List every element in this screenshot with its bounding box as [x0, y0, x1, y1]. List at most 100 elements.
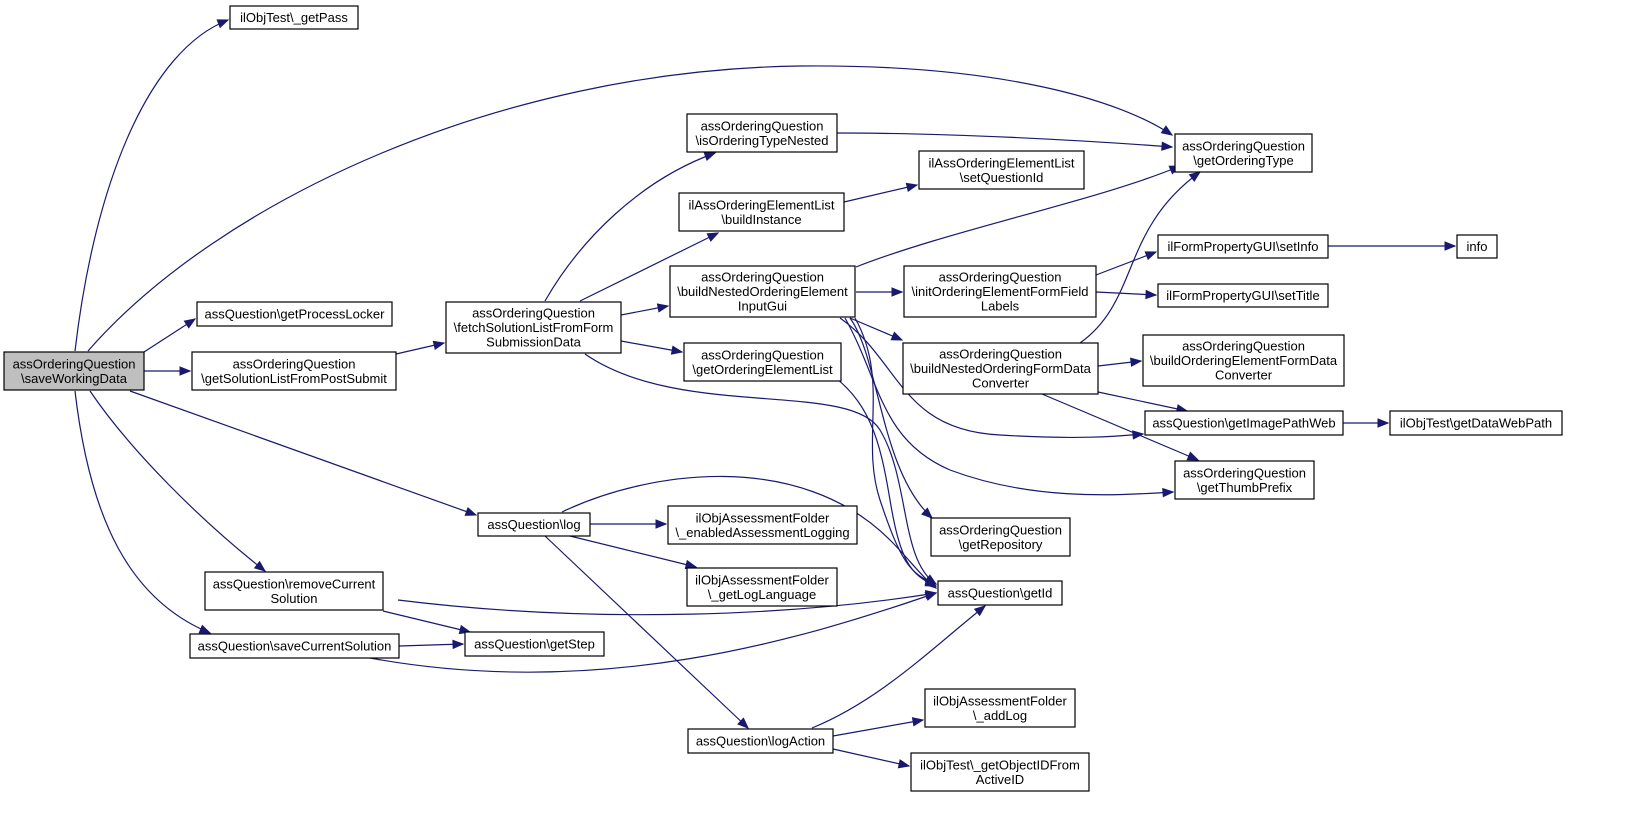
- node-getImagePathWeb[interactable]: assQuestion\getImagePathWeb: [1144, 410, 1344, 436]
- node-box: [1174, 133, 1313, 173]
- edge-root-to-getPass: [74, 19, 230, 352]
- node-label: assQuestion\getProcessLocker: [205, 307, 386, 322]
- node-saveCurrentSolution[interactable]: assQuestion\saveCurrentSolution: [189, 633, 400, 659]
- edge-removeCurrentSolution-to-getId: [397, 589, 938, 616]
- node-enabledAssessmentLogging[interactable]: ilObjAssessmentFolder\_enabledAssessment…: [667, 505, 858, 545]
- edge-line: [544, 535, 749, 729]
- edge-root-to-getProcessLocker: [143, 318, 197, 353]
- node-getSolutionListFromPostSubmit[interactable]: assOrderingQuestion\getSolutionListFromP…: [191, 351, 397, 391]
- node-log[interactable]: assQuestion\log: [477, 512, 591, 537]
- arrowhead-icon: [655, 519, 668, 529]
- node-getProcessLocker[interactable]: assQuestion\getProcessLocker: [196, 301, 393, 327]
- node-box: [1456, 234, 1498, 259]
- node-getPass[interactable]: ilObjTest\_getPass: [229, 5, 359, 30]
- node-isOrderingTypeNested[interactable]: assOrderingQuestion\isOrderingTypeNested: [686, 113, 838, 153]
- node-logAction[interactable]: assQuestion\logAction: [687, 728, 834, 754]
- arrowhead-icon: [183, 318, 197, 329]
- node-getDataWebPath[interactable]: ilObjTest\getDataWebPath: [1389, 410, 1563, 436]
- node-setQuestionId[interactable]: ilAssOrderingElementList\setQuestionId: [918, 150, 1085, 190]
- node-root[interactable]: assOrderingQuestion\saveWorkingData: [3, 351, 145, 391]
- edge-initFieldLabels-to-setTitle: [1095, 289, 1158, 300]
- edge-line: [1097, 391, 1188, 412]
- arrowhead-icon: [737, 717, 749, 729]
- arrowhead-icon: [253, 560, 267, 572]
- node-getStep[interactable]: assQuestion\getStep: [464, 631, 605, 657]
- edge-line: [1079, 171, 1201, 344]
- node-getOrderingType[interactable]: assOrderingQuestion\getOrderingType: [1174, 133, 1313, 173]
- edge-line: [569, 535, 697, 568]
- edge-root-to-saveCurrentSolution: [74, 390, 212, 634]
- arrowhead-icon: [179, 366, 192, 376]
- node-label: ilFormPropertyGUI\setTitle: [1166, 288, 1319, 303]
- node-getLogLanguage[interactable]: ilObjAssessmentFolder\_getLogLanguage: [686, 567, 838, 607]
- edge-line: [811, 605, 986, 729]
- node-info[interactable]: info: [1456, 234, 1498, 259]
- edge-line: [824, 369, 937, 587]
- arrowhead-icon: [706, 232, 720, 242]
- edge-line: [855, 165, 1181, 268]
- node-box: [477, 512, 591, 537]
- node-buildConverter[interactable]: assOrderingQuestion\buildOrderingElement…: [1142, 334, 1345, 387]
- node-setInfo[interactable]: ilFormPropertyGUI\setInfo: [1157, 234, 1329, 259]
- node-label: \buildNestedOrderingElement: [677, 284, 848, 299]
- arrowhead-icon: [924, 577, 938, 589]
- node-label: ilAssOrderingElementList: [689, 197, 835, 212]
- node-label: Converter: [1215, 368, 1273, 383]
- call-graph-nodes: assOrderingQuestion\saveWorkingData ilObj…: [3, 5, 1563, 792]
- node-addLog[interactable]: ilObjAssessmentFolder\_addLog: [924, 688, 1076, 728]
- arrowhead-icon: [1161, 141, 1174, 151]
- edge-line: [579, 232, 719, 302]
- edge-buildNestedInputGui-to-initFieldLabels: [856, 287, 904, 297]
- edge-fetchSolutionList-to-isOrderingTypeNested: [544, 152, 717, 302]
- node-box: [902, 342, 1099, 395]
- node-label: ilObjAssessmentFolder: [695, 572, 829, 587]
- node-label: InputGui: [738, 299, 787, 314]
- arrowhead-icon: [1186, 451, 1200, 461]
- node-label: assOrderingQuestion: [939, 522, 1062, 537]
- node-box: [924, 688, 1076, 728]
- node-label: ilObjAssessmentFolder: [696, 510, 830, 525]
- node-label: assQuestion\getImagePathWeb: [1152, 416, 1335, 431]
- node-label: \fetchSolutionListFromForm: [454, 320, 614, 335]
- node-box: [204, 571, 384, 611]
- node-initFieldLabels[interactable]: assOrderingQuestion\initOrderingElementF…: [903, 265, 1097, 318]
- arrowhead-icon: [891, 287, 904, 297]
- node-label: \buildInstance: [721, 212, 801, 227]
- node-label: \getRepository: [959, 537, 1043, 552]
- node-getThumbPrefix[interactable]: assOrderingQuestion\getThumbPrefix: [1174, 460, 1315, 500]
- node-label: ActiveID: [976, 772, 1024, 787]
- arrowhead-icon: [905, 182, 919, 192]
- edge-line: [561, 475, 937, 589]
- edge-line: [74, 390, 211, 634]
- node-box: [686, 567, 838, 607]
- node-box: [678, 192, 845, 232]
- node-buildNestedConverter[interactable]: assOrderingQuestion\buildNestedOrderingF…: [902, 342, 1099, 395]
- node-fetchSolutionList[interactable]: assOrderingQuestion\fetchSolutionListFro…: [445, 301, 622, 354]
- edge-line: [369, 592, 937, 673]
- node-box: [937, 580, 1063, 606]
- arrowhead-icon: [1144, 251, 1158, 261]
- node-setTitle[interactable]: ilFormPropertyGUI\setTitle: [1157, 283, 1329, 308]
- node-label: ilFormPropertyGUI\setInfo: [1168, 239, 1319, 254]
- node-label: \_enabledAssessmentLogging: [675, 525, 849, 540]
- node-getOrderingElementList[interactable]: assOrderingQuestion\getOrderingElementLi…: [683, 342, 842, 382]
- edge-buildInstance-to-setQuestionId: [843, 182, 919, 203]
- node-getRepository[interactable]: assOrderingQuestion\getRepository: [930, 517, 1071, 557]
- arrowhead-icon: [897, 759, 911, 769]
- node-buildNestedInputGui[interactable]: assOrderingQuestion\buildNestedOrderingE…: [669, 265, 856, 318]
- node-label: assQuestion\logAction: [696, 734, 825, 749]
- edge-getImagePathWeb-to-getDataWebPath: [1343, 418, 1390, 428]
- edge-line: [844, 317, 1174, 496]
- node-label: \getThumbPrefix: [1197, 480, 1293, 495]
- edge-line: [1041, 393, 1199, 461]
- node-getId[interactable]: assQuestion\getId: [937, 580, 1063, 606]
- edge-line: [397, 592, 937, 616]
- node-box: [189, 633, 400, 659]
- node-label: SubmissionData: [486, 335, 581, 350]
- node-label: Solution: [271, 591, 318, 606]
- node-box: [1157, 234, 1329, 259]
- node-label: assOrderingQuestion: [233, 356, 356, 371]
- node-buildInstance[interactable]: ilAssOrderingElementList\buildInstance: [678, 192, 845, 232]
